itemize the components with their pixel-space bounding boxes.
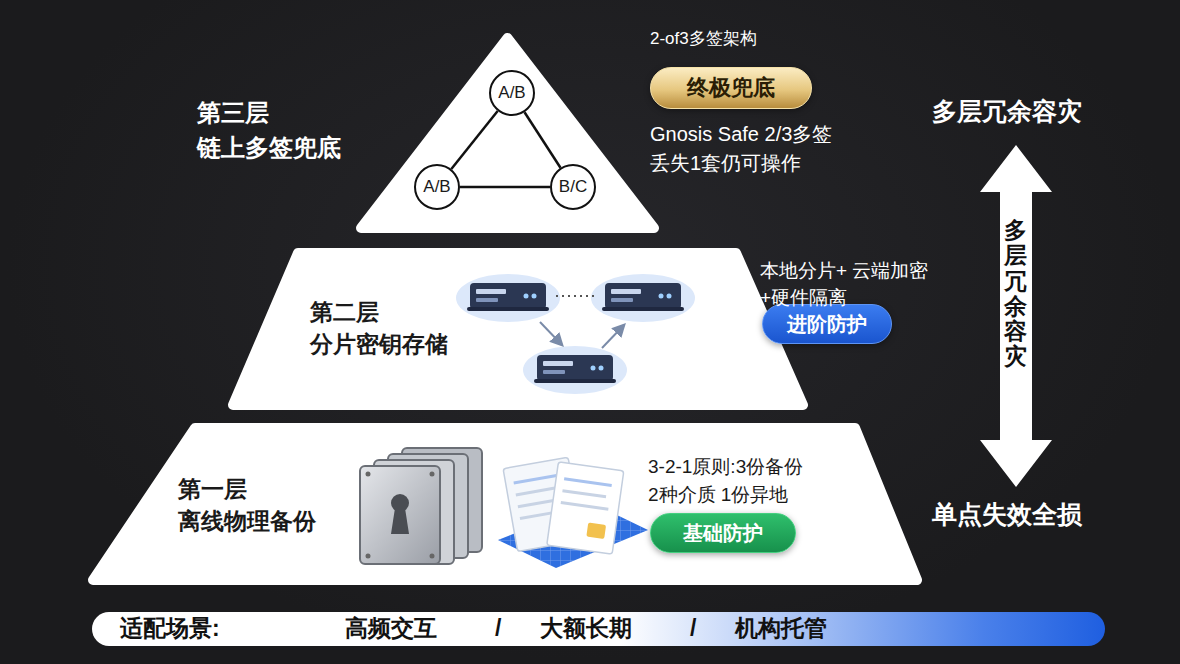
badge-text: 进阶防护 bbox=[787, 312, 867, 336]
layer-outline bbox=[355, 32, 660, 234]
text-slot: / bbox=[690, 613, 696, 643]
signer-label: A/B bbox=[498, 83, 525, 103]
text-slot: B/C bbox=[559, 177, 587, 197]
documents-part-part bbox=[562, 491, 606, 497]
axis-label: 多层冗余容灾 bbox=[932, 96, 1082, 127]
text-slot: 3-2-1原则:3份备份 2种介质 1份异地 bbox=[648, 453, 833, 508]
text-slot: / bbox=[495, 613, 501, 643]
signer-circle: B/C bbox=[550, 164, 596, 210]
layer-shape bbox=[233, 253, 803, 405]
text-slot: A/B bbox=[423, 177, 450, 197]
badge-pill: 终极兜底 bbox=[650, 67, 812, 109]
text-slot: 基础防护 bbox=[683, 521, 763, 545]
double-arrow bbox=[980, 145, 1052, 487]
metal-plates-part bbox=[430, 472, 435, 477]
label-slot: 本地分片+ 云端加密+硬件隔离 bbox=[760, 258, 975, 311]
text-slot: 高频交互 bbox=[345, 613, 437, 643]
metal-plates-part bbox=[366, 472, 371, 477]
documents-part-part bbox=[520, 513, 553, 519]
metal-plates-part bbox=[366, 554, 371, 559]
label-slot: 多层冗余容灾 bbox=[932, 96, 1082, 127]
documents-part-part bbox=[547, 462, 624, 554]
text-slot: 终极兜底 bbox=[687, 75, 775, 101]
label-slot: 2-of3多签架构 bbox=[650, 28, 757, 49]
layer-shape bbox=[361, 38, 654, 228]
text-slot: 第二层 分片密钥存储 bbox=[310, 296, 460, 360]
layer-outline bbox=[228, 248, 808, 410]
signer-label: A/B bbox=[423, 177, 450, 197]
scenario-text: 大额长期 bbox=[540, 613, 632, 643]
documents-part bbox=[547, 462, 624, 554]
layer-outline bbox=[88, 423, 922, 585]
text-slot: 进阶防护 bbox=[787, 312, 867, 336]
layer-trapezoid: 第一层 离线物理备份 3-2-1原则:3份备份 2种介质 1份异地基础防护 bbox=[88, 423, 922, 585]
metal-plates bbox=[360, 448, 482, 564]
scenario-text: / bbox=[495, 613, 501, 643]
scenario-text: 高频交互 bbox=[345, 613, 437, 643]
server-group-part bbox=[467, 283, 549, 311]
label-slot: 多层冗余容灾 bbox=[1004, 218, 1027, 370]
axis-vertical-label: 多层冗余容灾 bbox=[1004, 218, 1027, 370]
layer-trapezoid: 第二层 分片密钥存储 bbox=[228, 248, 808, 410]
scenario-text: 适配场景: bbox=[120, 613, 220, 643]
metal-plates-part bbox=[430, 554, 435, 559]
multisig-link bbox=[460, 186, 550, 189]
axis-label: 单点失效全损 bbox=[932, 499, 1082, 530]
description-note: Gnosis Safe 2/3多签 丢失1套仍可操作 bbox=[650, 120, 890, 178]
signer-label: B/C bbox=[559, 177, 587, 197]
text-slot: 适配场景: bbox=[120, 613, 220, 643]
text-slot: 机构托管 bbox=[735, 613, 827, 643]
documents-part-part bbox=[564, 479, 612, 486]
signer-circle: A/B bbox=[489, 70, 535, 116]
text-slot: 第三层 链上多签兜底 bbox=[197, 96, 372, 166]
scenario-bar: 适配场景: 高频交互 / 大额长期 / 机构托管 bbox=[92, 612, 1105, 646]
scenario-text: 机构托管 bbox=[735, 613, 827, 643]
layer-note: 3-2-1原则:3份备份 2种介质 1份异地 bbox=[648, 453, 833, 508]
server-group-part bbox=[591, 274, 695, 322]
server-group-part bbox=[602, 283, 684, 311]
layer-heading: 第三层 链上多签兜底 bbox=[197, 96, 372, 166]
label-slot: Gnosis Safe 2/3多签 丢失1套仍可操作 bbox=[650, 120, 890, 178]
text-slot: 第一层 离线物理备份 bbox=[178, 473, 338, 537]
scenario-text: / bbox=[690, 613, 696, 643]
badge-text: 终极兜底 bbox=[687, 75, 775, 101]
label-slot: 单点失效全损 bbox=[932, 499, 1082, 530]
layer-shape bbox=[93, 428, 917, 580]
documents-part-part bbox=[514, 475, 561, 483]
text-slot: 大额长期 bbox=[540, 613, 632, 643]
metal-plates-part bbox=[391, 508, 409, 534]
layer-heading: 第二层 分片密钥存储 bbox=[310, 296, 460, 360]
architecture-note: 2-of3多签架构 bbox=[650, 28, 757, 49]
documents-part-part bbox=[586, 523, 606, 539]
badge-pill: 进阶防护 bbox=[762, 304, 892, 344]
layer-triangle: 第三层 链上多签兜底A/BA/BB/C bbox=[355, 32, 660, 234]
text-slot: A/B bbox=[498, 83, 525, 103]
documents-part-part bbox=[561, 503, 609, 510]
server-group-part bbox=[523, 346, 627, 394]
description-note: 本地分片+ 云端加密+硬件隔离 bbox=[760, 258, 975, 311]
server-group-part bbox=[534, 355, 616, 383]
documents-part-part bbox=[516, 487, 559, 495]
metal-plates-part bbox=[360, 466, 440, 564]
badge-text: 基础防护 bbox=[683, 521, 763, 545]
layer-heading: 第一层 离线物理备份 bbox=[178, 473, 338, 537]
server-group-part bbox=[456, 274, 560, 322]
signer-circle: A/B bbox=[414, 164, 460, 210]
badge-pill: 基础防护 bbox=[650, 513, 796, 553]
